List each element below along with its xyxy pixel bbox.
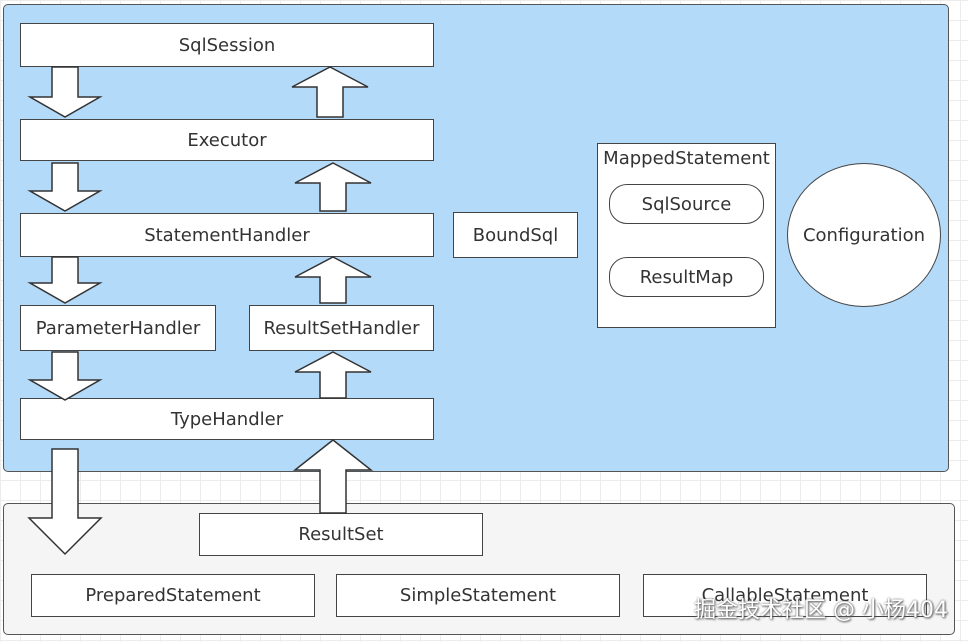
prepared-statement-label: PreparedStatement [85,585,261,606]
parameter-handler-box[interactable]: ParameterHandler [20,305,216,351]
arrow-up-executor-to-session [291,66,369,118]
executor-label: Executor [187,129,267,151]
type-handler-label: TypeHandler [170,408,284,430]
arrow-up-statement-to-executor [294,162,372,212]
result-set-handler-box[interactable]: ResultSetHandler [249,305,434,351]
sql-session-label: SqlSession [178,34,276,56]
arrow-up-result-set-to-type-handler [292,439,374,514]
sql-source-box[interactable]: SqlSource [609,184,764,224]
type-handler-box[interactable]: TypeHandler [20,398,434,440]
prepared-statement-box[interactable]: PreparedStatement [31,574,315,617]
result-map-label: ResultMap [639,266,734,288]
executor-box[interactable]: Executor [20,119,434,161]
bound-sql-box[interactable]: BoundSql [453,212,578,258]
configuration-label: Configuration [802,224,926,246]
callable-statement-label: CallableStatement [701,585,869,606]
parameter-handler-label: ParameterHandler [35,317,201,339]
statement-handler-label: StatementHandler [144,224,310,246]
mapped-statement-box[interactable]: MappedStatement SqlSource ResultMap [597,143,776,328]
bound-sql-label: BoundSql [472,224,559,246]
result-map-box[interactable]: ResultMap [609,257,764,297]
callable-statement-box[interactable]: CallableStatement [643,574,927,617]
statement-handler-box[interactable]: StatementHandler [20,213,434,257]
sql-session-box[interactable]: SqlSession [20,23,434,67]
arrow-down-parameter-to-type-handler [27,351,103,401]
arrow-down-statement-to-parameter-handler [27,256,103,304]
arrow-down-executor-to-statement-handler [27,162,103,212]
arrow-up-result-set-handler-to-statement [294,256,372,304]
arrow-down-session-to-executor [27,66,103,118]
result-set-handler-label: ResultSetHandler [263,317,420,339]
result-set-label: ResultSet [298,524,384,545]
simple-statement-label: SimpleStatement [399,585,557,606]
sql-source-label: SqlSource [641,193,732,215]
configuration-circle[interactable]: Configuration [787,163,941,307]
mapped-statement-title: MappedStatement [603,148,770,169]
arrow-down-type-handler-to-jdbc [27,448,103,556]
watermark-text: 掘金技术社区 @ 小杨404 [694,598,948,623]
simple-statement-box[interactable]: SimpleStatement [336,574,620,617]
arrow-up-type-handler-to-result-set-handler [294,351,372,399]
